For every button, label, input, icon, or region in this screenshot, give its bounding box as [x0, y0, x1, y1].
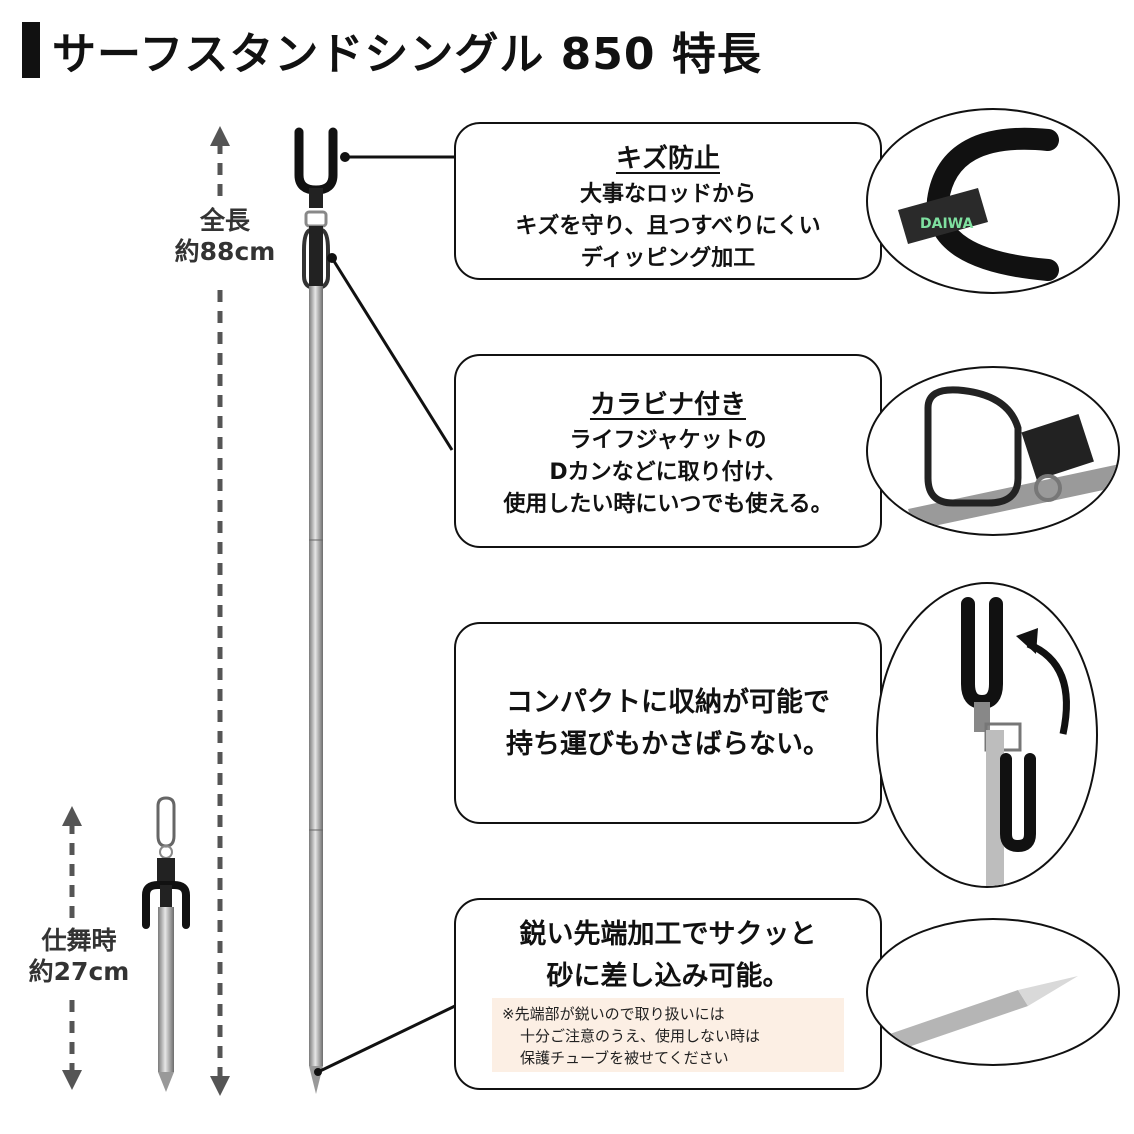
- caution-note: ※先端部が鋭いので取り扱いには 十分ご注意のうえ、使用しない時は 保護チューブを…: [492, 998, 844, 1072]
- feature-callout-scratch-protection: キズ防止 大事なロッドから キズを守り、且つすべりにくい ディッピング加工: [454, 122, 882, 280]
- callout-connectors: [314, 152, 456, 1076]
- feature-heading: カラビナ付き: [589, 390, 746, 420]
- caution-note-line: 十分ご注意のうえ、使用しない時は: [520, 1026, 761, 1045]
- detail-image-carabiner: [866, 366, 1120, 536]
- stored-length-value: 約27cm: [28, 957, 130, 987]
- stored-length-arrow: [62, 806, 82, 1090]
- full-length-label: 全長 約88cm: [160, 205, 290, 268]
- feature-text-line: 大事なロッドから: [579, 182, 756, 207]
- full-length-arrow: [210, 126, 230, 1096]
- mount-bracket: [309, 188, 323, 208]
- brand-mark: DAIWA: [920, 216, 973, 232]
- rod-stored: [142, 796, 190, 1092]
- detail-image-holder: DAIWA: [866, 108, 1120, 294]
- title-accent-bar: [22, 22, 40, 78]
- feature-callout-carabiner: カラビナ付き ライフジャケットの Dカンなどに取り付け、 使用したい時にいつでも…: [454, 354, 882, 548]
- feature-text-line: キズを守り、且つすべりにくい: [515, 213, 821, 239]
- feature-text-line: 持ち運びもかさばらない。: [506, 728, 830, 760]
- full-length-value: 約88cm: [174, 237, 276, 267]
- rod-extended: [294, 127, 338, 1094]
- feature-callout-compact: コンパクトに収納が可能で 持ち運びもかさばらない。: [454, 622, 882, 824]
- feature-text-line: 鋭い先端加工でサクッと: [519, 919, 817, 950]
- stored-length-label: 仕舞時 約27cm: [18, 925, 140, 988]
- caution-note-line: 保護チューブを被せてください: [520, 1048, 729, 1067]
- feature-text-line: Dカンなどに取り付け、: [549, 459, 787, 485]
- rotate-arrow-icon: [1016, 628, 1038, 654]
- feature-text-line: ディッピング加工: [580, 245, 756, 271]
- detail-image-tip: [866, 918, 1120, 1066]
- detail-image-folding: [876, 582, 1098, 888]
- feature-heading: キズ防止: [615, 144, 720, 174]
- feature-text-line: ライフジャケットの: [569, 428, 767, 453]
- page-title: サーフスタンドシングル 850 特長: [52, 29, 762, 80]
- full-length-caption: 全長: [199, 206, 250, 235]
- stored-length-caption: 仕舞時: [41, 926, 117, 955]
- feature-text-line: 砂に差し込み可能。: [546, 960, 790, 992]
- feature-text-line: コンパクトに収納が可能で: [506, 687, 830, 718]
- caution-note-line: ※先端部が鋭いので取り扱いには: [502, 1005, 725, 1023]
- feature-text-line: 使用したい時にいつでも使える。: [503, 491, 833, 517]
